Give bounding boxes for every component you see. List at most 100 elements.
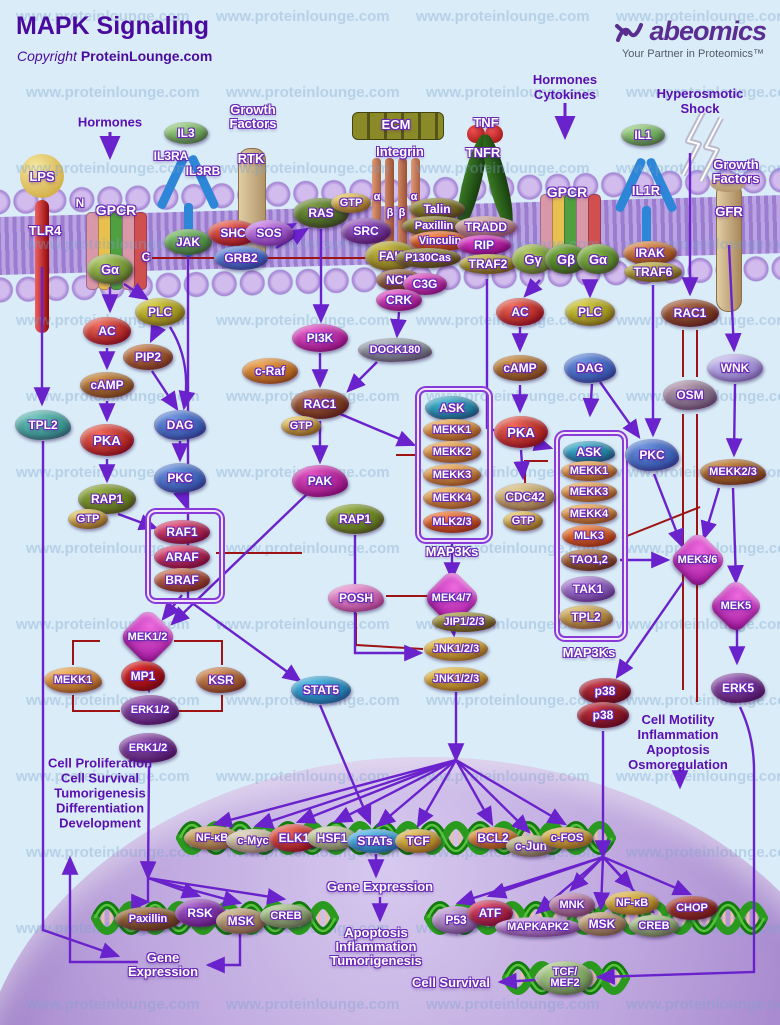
node-label: STATs xyxy=(357,834,393,848)
node-label: MAPKAPK2 xyxy=(507,920,569,933)
node-tao1-2: TAO1,2 xyxy=(561,549,617,571)
node-label: TNF xyxy=(473,114,499,130)
node-label: PAK xyxy=(307,474,333,488)
node-il3: IL3 xyxy=(164,122,208,144)
node-il3rb: IL3RB xyxy=(177,158,229,184)
node-label: MEKK2 xyxy=(432,445,472,458)
node-label: MLK2/3 xyxy=(432,515,472,528)
abeomics-logo: abeomics xyxy=(614,16,767,47)
node-label: MSK xyxy=(588,917,616,931)
node-jnk1-2-3: JNK1/2/3 xyxy=(424,667,488,691)
node-tnfr: TNFR xyxy=(457,139,509,165)
node-dag: DAG xyxy=(154,410,206,440)
node-mekk1: MEKK1 xyxy=(44,667,102,693)
node-: α xyxy=(351,184,403,210)
node-pkc: PKC xyxy=(625,439,679,471)
node-tpl2: TPL2 xyxy=(559,605,613,629)
node-erk1-2: ERK1/2 xyxy=(119,733,177,763)
node-braf: BRAF xyxy=(154,568,210,592)
node-vinculin: Vinculin xyxy=(409,231,471,251)
node-gfr: GFR xyxy=(703,198,755,224)
node-label: ERK5 xyxy=(721,681,754,695)
node-c: C xyxy=(120,244,172,270)
node-pkc: PKC xyxy=(154,463,206,493)
node-label: RAP1 xyxy=(90,492,123,506)
node-label: MSK xyxy=(227,914,255,928)
node-mekk1: MEKK1 xyxy=(561,461,617,481)
node-label: α xyxy=(410,190,418,203)
node-lps: LPS xyxy=(16,163,68,189)
node-label: TPL2 xyxy=(28,418,58,432)
node-label: ERK1/2 xyxy=(128,741,168,754)
node-label: CRK xyxy=(386,293,412,307)
node-label: p38 xyxy=(592,708,614,722)
gene-expression-center-text: Gene Expression xyxy=(326,879,434,894)
node-label: NF-κB xyxy=(615,896,649,909)
tnfr-receptor xyxy=(451,125,519,243)
node-label: ELK1 xyxy=(278,831,310,845)
nucleus-outcome-text: Apoptosis Inflammation Tumorigenesis xyxy=(330,925,422,968)
node-label: NF-κB xyxy=(195,831,229,844)
node-label: cAMP xyxy=(503,361,537,375)
node-gtp: GTP xyxy=(331,193,371,213)
node-label: RAF1 xyxy=(166,525,198,539)
node-crk: CRK xyxy=(376,289,422,311)
node-label: TCF/ MEF2 xyxy=(550,966,580,989)
node-label: STAT5 xyxy=(302,683,340,697)
node-label: AC xyxy=(511,305,529,319)
node-c-raf: c-Raf xyxy=(242,358,298,384)
node-map3ks: MAP3Ks xyxy=(563,639,616,665)
node-p130cas: P130Cas xyxy=(395,248,461,268)
node-stat5: STAT5 xyxy=(291,676,351,704)
node-label: TCF xyxy=(406,834,430,848)
cell-survival-text: Cell Survival xyxy=(411,975,491,990)
node-tnf: TNF xyxy=(460,109,512,135)
map3k-box-center xyxy=(419,390,489,540)
node-label: MEK4/7 xyxy=(432,591,472,604)
node-erk1-2: ERK1/2 xyxy=(121,695,179,725)
node-label: PKA xyxy=(507,424,535,440)
node-label: Paxillin xyxy=(128,912,168,925)
node-label: DOCK180 xyxy=(369,343,421,356)
node-ksr: KSR xyxy=(196,667,246,693)
node-label: IL1 xyxy=(634,128,652,142)
node-src: SRC xyxy=(341,218,391,244)
node-label: MLK3 xyxy=(574,529,604,542)
ecm-fibers xyxy=(352,112,444,140)
node-: β xyxy=(376,200,428,226)
node-label: MEKK3 xyxy=(432,468,472,481)
node-label: CHOP xyxy=(676,901,708,914)
node-label: MP1 xyxy=(130,669,156,683)
node-label: Gα xyxy=(100,261,120,277)
node-label: α xyxy=(373,190,381,203)
node-p38: p38 xyxy=(579,678,631,704)
node-il1r: IL1R xyxy=(620,177,672,203)
gene-expression-left-text: Gene Expression xyxy=(127,950,199,979)
node-label: ERK1/2 xyxy=(130,703,170,716)
node-camp: cAMP xyxy=(493,355,547,381)
node-label: C3G xyxy=(412,277,438,291)
node-ask: ASK xyxy=(425,396,479,420)
node-label: PI3K xyxy=(306,331,334,345)
copyright-prefix: Copyright xyxy=(17,48,77,64)
node-label: MEKK2/3 xyxy=(709,465,757,478)
node-label: P53 xyxy=(445,913,467,927)
node-label: TLR4 xyxy=(28,222,62,238)
node-label: MEKK1 xyxy=(569,464,609,477)
node-paxillin: Paxillin xyxy=(115,907,181,931)
node-gpcr: GPCR xyxy=(541,179,593,205)
node-label: GPCR xyxy=(95,202,137,218)
node-posh: POSH xyxy=(328,584,384,612)
node-label: Talin xyxy=(423,202,451,216)
node-g: Gγ xyxy=(512,244,554,274)
node-label: TAO1,2 xyxy=(570,553,608,566)
node-wnk: WNK xyxy=(707,354,763,382)
node-label: JNK1/2/3 xyxy=(432,642,480,655)
node-label: ARAF xyxy=(165,550,199,564)
node-jnk1-2-3: JNK1/2/3 xyxy=(424,637,488,661)
node-tpl2: TPL2 xyxy=(15,410,71,440)
node-rac1: RAC1 xyxy=(661,299,719,327)
node-p38: p38 xyxy=(577,702,629,728)
node-ask: ASK xyxy=(563,441,615,463)
node-label: cAMP xyxy=(90,378,124,392)
